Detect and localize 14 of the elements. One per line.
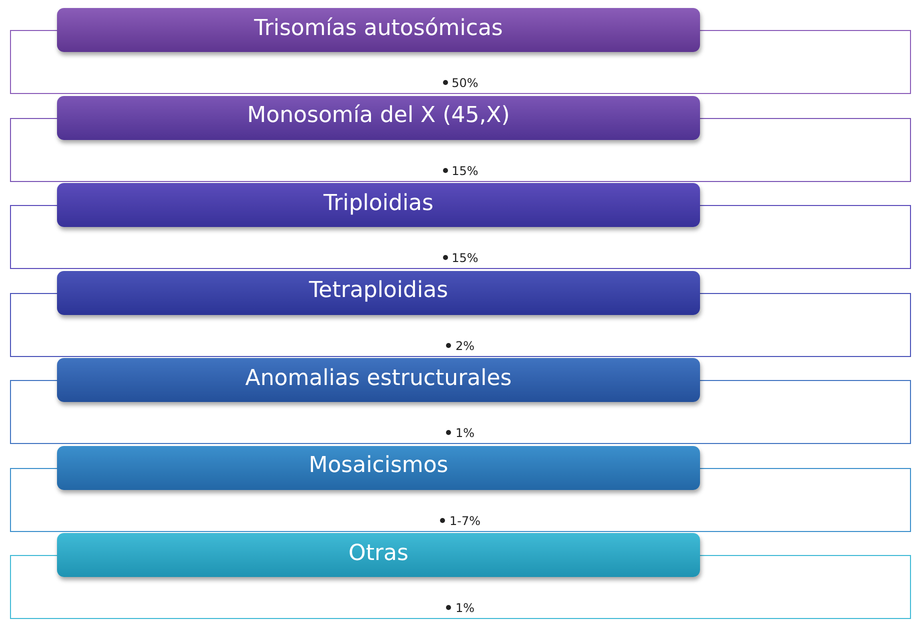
category-header: Trisomías autosómicas: [57, 8, 700, 52]
category-header: Monosomía del X (45,X): [57, 96, 700, 140]
percentage-text: 1%: [455, 601, 475, 615]
category-header: Triploidias: [57, 183, 700, 227]
percentage-text: 2%: [455, 338, 475, 352]
percentage-text: 50%: [452, 76, 478, 90]
category-header: Tetraploidias: [57, 270, 700, 314]
percentage-text: 15%: [452, 251, 478, 265]
percentage-text: 15%: [452, 164, 478, 178]
category-header: Otras: [57, 533, 700, 577]
percentage-text: 1%: [455, 426, 475, 440]
percentage-text: 1-7%: [449, 514, 480, 528]
category-header: Mosaicismos: [57, 446, 700, 490]
category-header: Anomalias estructurales: [57, 358, 700, 402]
